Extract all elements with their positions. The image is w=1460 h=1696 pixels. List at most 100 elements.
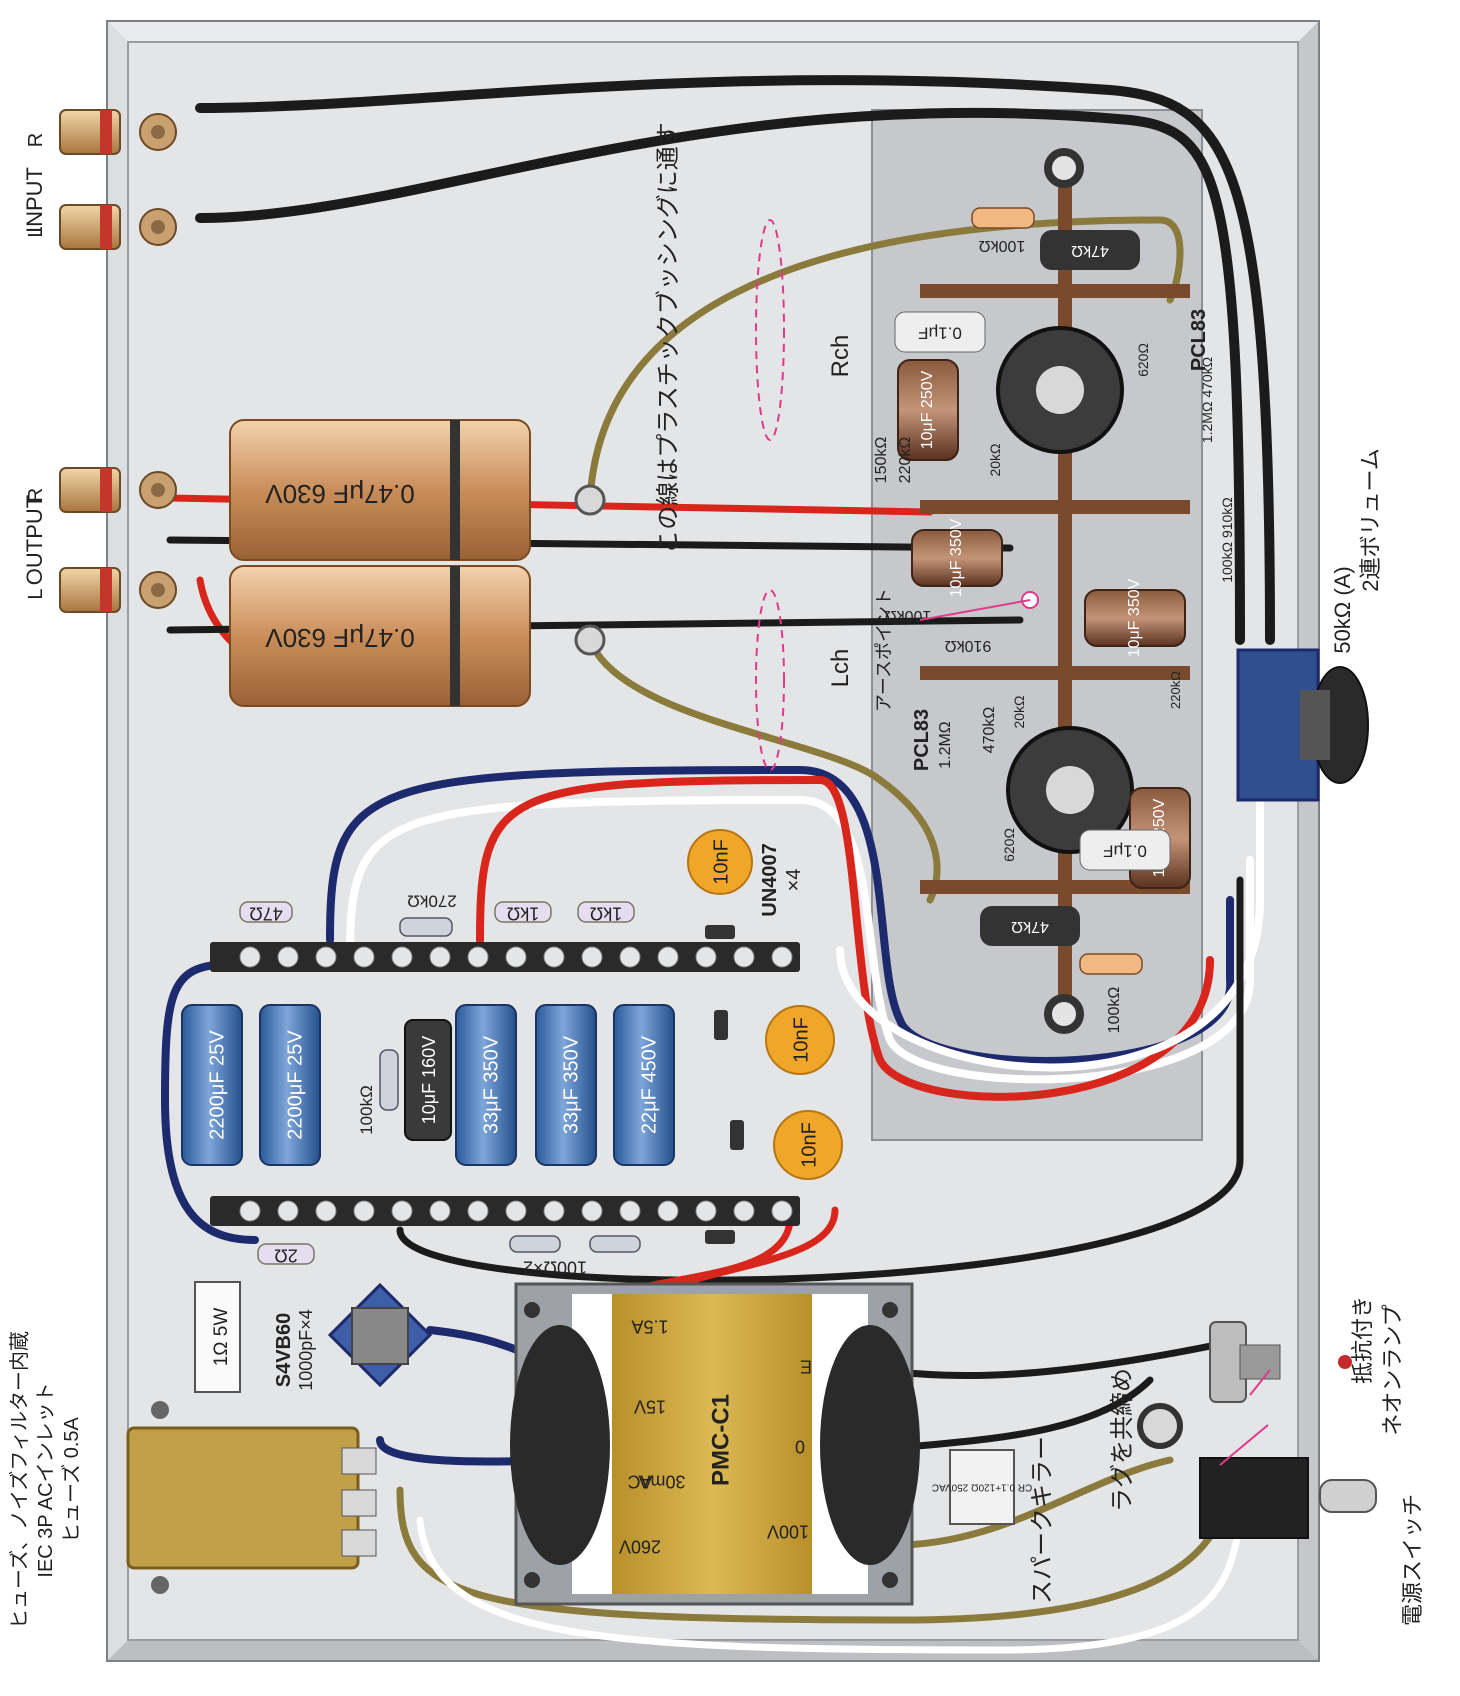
transformer-100v: 100V bbox=[767, 1521, 809, 1541]
terminal-strip-bottom bbox=[210, 1196, 800, 1226]
output-cap-r-label: 0.47μF 630V bbox=[265, 479, 415, 509]
input-title: INPUT bbox=[22, 167, 47, 233]
ac-inlet bbox=[126, 1401, 377, 1594]
rch-label: Rch bbox=[827, 335, 854, 378]
res-20k-r-label: 20kΩ bbox=[987, 443, 1003, 476]
res-220k-l-label: 220kΩ bbox=[1168, 671, 1183, 709]
jack-input-r bbox=[59, 109, 177, 155]
output-r-label: R bbox=[25, 488, 47, 502]
input-l-label: L bbox=[25, 226, 47, 237]
res-1-2m-470k-r-label: 1.2MΩ 470kΩ bbox=[1199, 357, 1215, 443]
neon-lamp bbox=[1209, 1321, 1352, 1403]
filter-cap-6-label: 22μF 450V bbox=[638, 1035, 660, 1134]
output-cap-l-label: 0.47μF 630V bbox=[265, 623, 415, 653]
tube-l-cap1-label: 10μF 350V bbox=[1126, 578, 1143, 657]
spark-killer: CR 0.1+120Ω 250VAC bbox=[932, 1449, 1032, 1525]
resistor-100x2-label: 100Ω×2 bbox=[523, 1257, 587, 1277]
grommet-note-line: この線はプラスチックブッシングに通す bbox=[655, 122, 682, 554]
resistor-2-label: 2Ω bbox=[274, 1245, 297, 1265]
filter-capacitors: 2200μF 25V 2200μF 25V 10μF 160V 33μF 350… bbox=[181, 1004, 675, 1166]
res-620-l-label: 620Ω bbox=[1001, 828, 1017, 862]
transformer-30ma: 30mA bbox=[638, 1471, 685, 1491]
ground-lug bbox=[1137, 1403, 1183, 1449]
filter-cap-2-label: 2200μF 25V bbox=[284, 1030, 306, 1140]
tube-r-label: PCL83 bbox=[1188, 309, 1210, 371]
ceramic-cap-2-label: 10nF bbox=[790, 1017, 812, 1063]
supply-resistors: 47Ω 270kΩ 1kΩ 1kΩ 100kΩ 100Ω×2 2Ω bbox=[239, 892, 641, 1277]
tube-circuit: PCL83 PCL83 100kΩ 47kΩ 0.1μF 10μF 250V 1… bbox=[873, 148, 1235, 1034]
power-switch-label: 電源スイッチ bbox=[1400, 1494, 1425, 1626]
filter-cap-1-label: 2200μF 25V bbox=[206, 1030, 228, 1140]
output-cap-l: 0.47μF 630V bbox=[229, 565, 531, 707]
transformer-e: E bbox=[800, 1356, 812, 1376]
res-150k-label: 150kΩ bbox=[873, 437, 890, 484]
res-47k-top-label: 47kΩ bbox=[1071, 242, 1109, 259]
resistor-47-label: 47Ω bbox=[249, 903, 282, 923]
res-100k-top-label: 100kΩ bbox=[979, 237, 1026, 254]
filter-cap-3-label: 10μF 160V bbox=[419, 1036, 439, 1124]
res-910k-label: 910kΩ bbox=[945, 637, 992, 654]
transformer-model: PMC-C1 bbox=[707, 1394, 734, 1486]
res-470k-l-label: 470kΩ bbox=[981, 707, 998, 754]
res-100k-bottom-label: 100kΩ bbox=[1106, 987, 1123, 1034]
diodes: UN4007 ×4 bbox=[705, 843, 805, 1244]
note-arrows bbox=[1219, 1369, 1271, 1466]
bridge-rectifier: S4VB60 1000pF×4 bbox=[273, 1282, 433, 1391]
res-100k-910k-r-label: 100kΩ 910kΩ bbox=[1219, 497, 1235, 583]
output-l-label: L bbox=[25, 588, 47, 599]
res-1-2m-l-label: 1.2MΩ bbox=[937, 721, 954, 769]
lch-label: Lch bbox=[827, 649, 854, 688]
res-100k-mid-label: 100kΩ bbox=[885, 607, 932, 624]
neon-label-2: ネオンランプ bbox=[1380, 1304, 1405, 1435]
neon-label-1: 抵抗付き bbox=[1350, 1296, 1375, 1384]
jack-input-l bbox=[59, 204, 177, 250]
diode-label: UN4007 bbox=[759, 843, 781, 916]
inlet-label-3: ヒューズ 0.5A bbox=[60, 1416, 83, 1542]
diode-count-label: ×4 bbox=[783, 869, 805, 892]
cement-resistor-label: 1Ω 5W bbox=[211, 1308, 232, 1367]
filter-cap-4-label: 33μF 350V bbox=[480, 1035, 502, 1134]
ceramic-cap-1-label: 10nF bbox=[710, 839, 732, 885]
earth-point-label: アースポイント bbox=[874, 588, 894, 712]
volume-label-2: 2連ボリューム bbox=[1358, 448, 1383, 592]
transformer-ac: AC bbox=[627, 1471, 652, 1491]
volume-label-1: 50kΩ (A) bbox=[1330, 566, 1355, 653]
lug-note-label: ラグを共締め bbox=[1109, 1368, 1136, 1512]
transformer-260v: 260V bbox=[619, 1536, 661, 1556]
bridge-caps-label: 1000pF×4 bbox=[296, 1309, 316, 1391]
film-cap-l-label: 0.1μF bbox=[1103, 842, 1147, 861]
power-switch bbox=[1199, 1457, 1377, 1539]
volume-pot bbox=[1236, 648, 1369, 802]
terminal-strip-top bbox=[210, 942, 800, 972]
cement-resistor: 1Ω 5W bbox=[194, 1281, 241, 1393]
tube-r-cap1-label: 10μF 250V bbox=[919, 370, 936, 449]
jack-output-r bbox=[59, 467, 177, 513]
spark-killer-label: スパークキラー bbox=[1029, 1436, 1056, 1604]
tube-r-cap2-label: 10μF 350V bbox=[948, 518, 965, 597]
rca-jacks bbox=[59, 109, 177, 613]
transformer-0: 0 bbox=[795, 1436, 805, 1456]
spark-killer-box-label: CR 0.1+120Ω 250VAC bbox=[932, 1481, 1032, 1492]
inlet-label-2: IEC 3P ACインレット bbox=[35, 1382, 57, 1577]
res-620-r-label: 620Ω bbox=[1135, 343, 1151, 377]
output-title: OUTPUT bbox=[22, 495, 47, 585]
transformer-1-5a: 1.5A bbox=[631, 1316, 668, 1336]
res-20k-l-label: 20kΩ bbox=[1011, 695, 1027, 728]
output-capacitors: 0.47μF 630V 0.47μF 630V bbox=[229, 419, 606, 707]
bridge-label: S4VB60 bbox=[273, 1313, 295, 1388]
input-r-label: R bbox=[25, 133, 47, 147]
annotations: この線はプラスチックブッシングに通す アースポイント 50kΩ (A) 2連ボリ… bbox=[8, 122, 1425, 1629]
res-220k-label: 220kΩ bbox=[897, 437, 914, 484]
ceramic-cap-3-label: 10nF bbox=[798, 1122, 820, 1168]
io-labels: INPUT R L OUTPUT R L bbox=[22, 133, 47, 600]
res-47k-bottom-label: 47kΩ bbox=[1011, 918, 1049, 935]
filter-cap-5-label: 33μF 350V bbox=[560, 1035, 582, 1134]
resistor-100k-side-label: 100kΩ bbox=[357, 1085, 376, 1135]
resistor-1k-b-label: 1kΩ bbox=[590, 903, 622, 923]
jack-output-l bbox=[59, 567, 177, 613]
resistor-270k-label: 270kΩ bbox=[407, 892, 457, 911]
transformer-15v: 15V bbox=[634, 1396, 666, 1416]
inlet-label-1: ヒューズ、ノイズフィルター内蔵 bbox=[8, 1331, 31, 1629]
grommet-markers bbox=[755, 219, 785, 771]
